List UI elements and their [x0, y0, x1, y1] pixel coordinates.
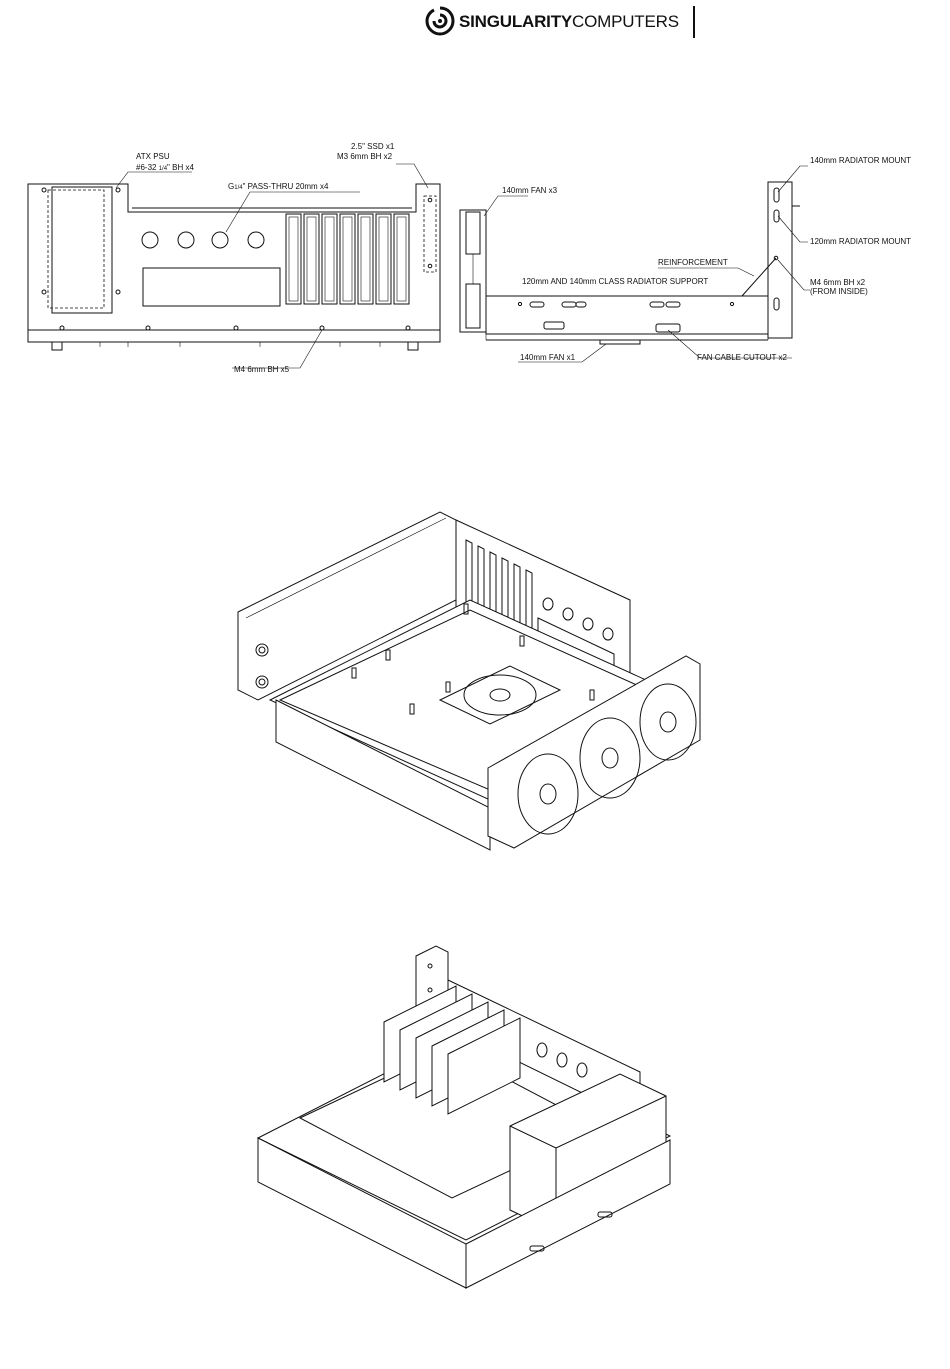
psu-screw-hole [116, 188, 120, 192]
label-reinforcement: REINFORCEMENT [658, 258, 728, 267]
bottom-screw-hole [406, 326, 410, 330]
label-psu-screws: #6-32 1/4" BH x4 [136, 163, 194, 172]
pass-thru-hole [248, 232, 264, 248]
leader-rad-140 [778, 166, 808, 192]
radiator-bracket [768, 182, 792, 338]
psu-screw-hole [116, 290, 120, 294]
label-radiator-140: 140mm RADIATOR MOUNT [810, 156, 911, 165]
front-view: ATX PSU #6-32 1/4" BH x4 G1/4" PASS-THRU… [28, 142, 440, 374]
pass-thru-hole [178, 232, 194, 248]
leader-fan-x3 [484, 196, 528, 216]
fan-cable-cutout [656, 324, 680, 332]
bottom-screw-hole [320, 326, 324, 330]
label-m4-screws: M4 6mm BH x2 [810, 278, 866, 287]
label-atx-psu: ATX PSU [136, 152, 170, 161]
fan-140mm-bottom [600, 340, 640, 344]
label-bottom-screws: M4 6mm BH x5 [234, 365, 290, 374]
leader-rad-120 [778, 216, 808, 242]
leader-m4 [778, 260, 810, 290]
base-tray [486, 296, 768, 334]
psu-cutout [52, 187, 112, 313]
isometric-view-fans [238, 512, 700, 850]
label-ssd-screws: M3 6mm BH x2 [337, 152, 393, 161]
isometric-view-components [258, 946, 670, 1288]
label-radiator-support: 120mm AND 140mm CLASS RADIATOR SUPPORT [522, 277, 708, 286]
leader-psu [116, 172, 192, 188]
label-from-inside: (FROM INSIDE) [810, 287, 868, 296]
label-radiator-120: 120mm RADIATOR MOUNT [810, 237, 911, 246]
psu-outline-dashed [48, 190, 104, 308]
pass-thru-hole [212, 232, 228, 248]
label-fan-x1: 140mm FAN x1 [520, 353, 576, 362]
bottom-screw-hole [60, 326, 64, 330]
pcie-slots [286, 214, 409, 304]
psu-screw-hole [42, 290, 46, 294]
reinforcement-strut [742, 258, 776, 296]
side-view: 140mm FAN x3 140mm RADIATOR MOUNT 120mm … [460, 156, 911, 362]
radiator-support-slots [530, 302, 680, 307]
fan-cable-cutout [544, 322, 564, 329]
label-ssd: 2.5" SSD x1 [351, 142, 395, 151]
bottom-screw-hole [234, 326, 238, 330]
bottom-screw-hole [146, 326, 150, 330]
io-cutout [143, 268, 280, 306]
label-passthru: G1/4" PASS-THRU 20mm x4 [228, 182, 329, 191]
label-fan-cable: FAN CABLE CUTOUT x2 [697, 353, 788, 362]
leader-bottom-screws [232, 330, 322, 368]
ssd-outline-dashed [424, 196, 436, 272]
leader-reinforcement [658, 268, 754, 276]
psu-screw-hole [42, 188, 46, 192]
label-fan-x3: 140mm FAN x3 [502, 186, 558, 195]
pass-thru-hole [142, 232, 158, 248]
